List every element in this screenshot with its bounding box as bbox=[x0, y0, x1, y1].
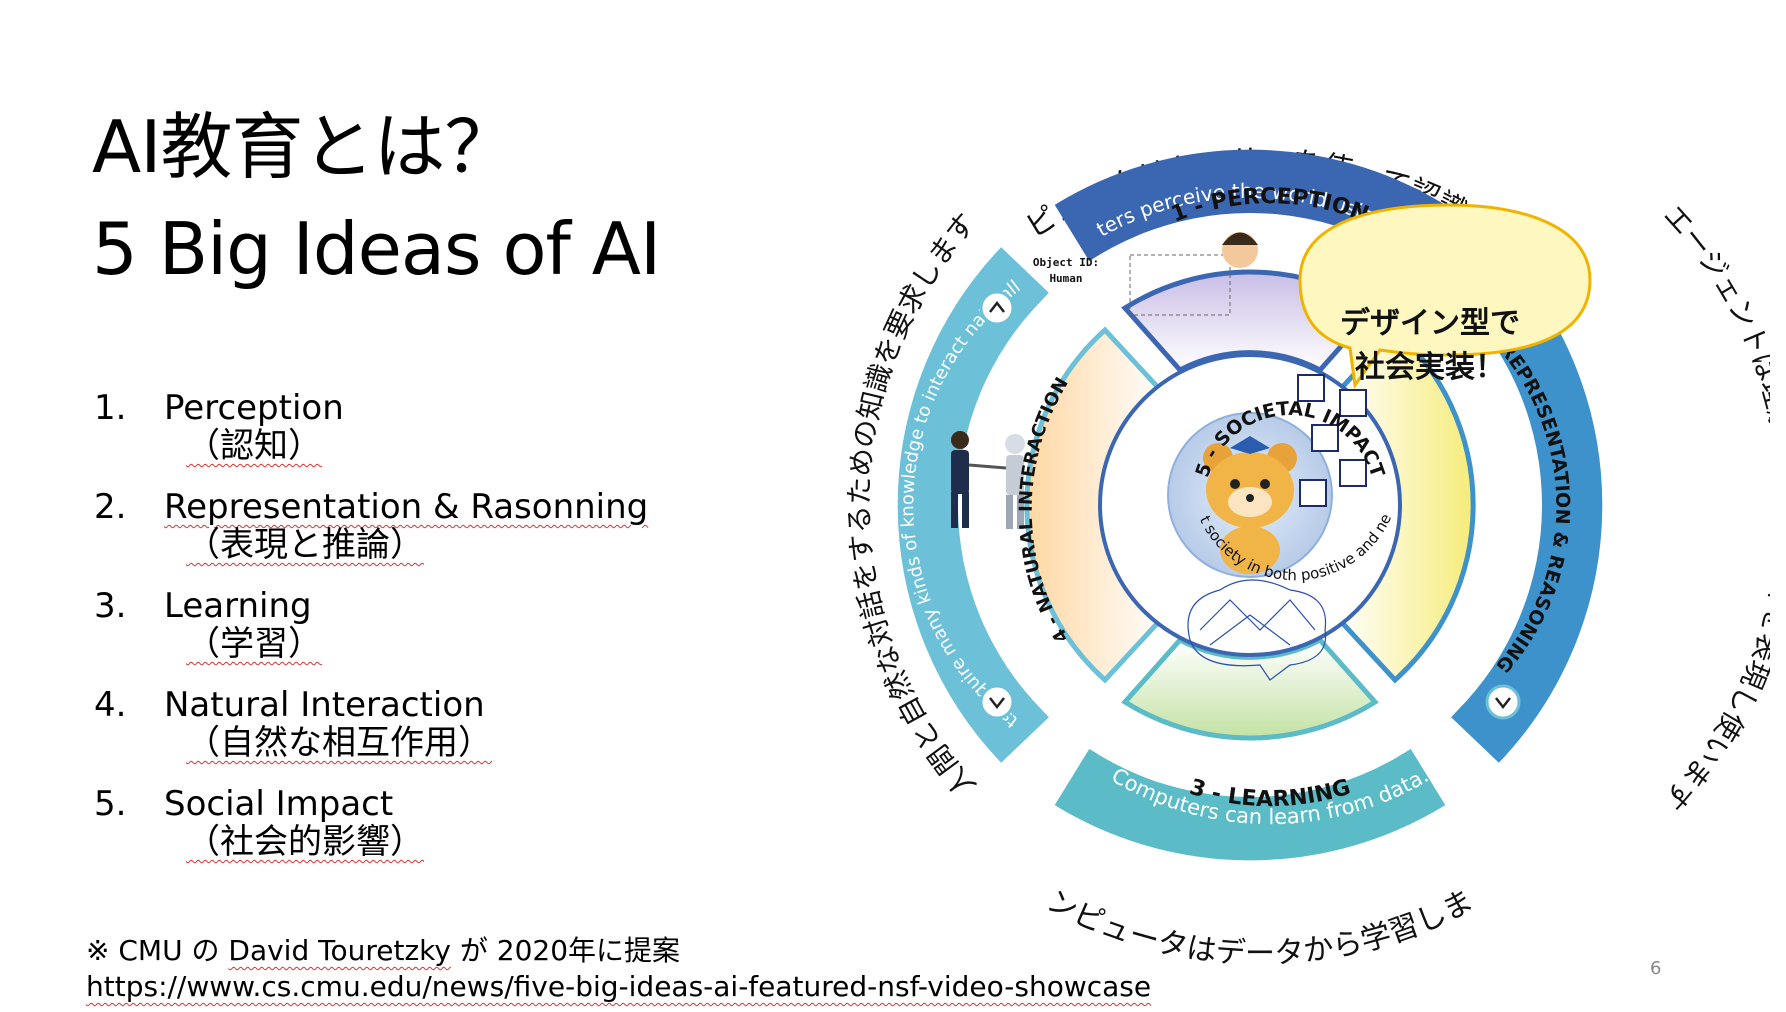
chevron-down-icon bbox=[1487, 686, 1519, 718]
item-english: Representation & Rasonning bbox=[164, 487, 648, 527]
item-japanese: （表現と推論） bbox=[186, 525, 424, 565]
item-japanese: （社会的影響） bbox=[186, 822, 424, 862]
chevron-up-icon bbox=[981, 292, 1013, 324]
footnote-text-before: CMU の bbox=[118, 934, 228, 967]
item-number: 3. bbox=[94, 586, 126, 626]
footnote-text-after: が 2020年に提案 bbox=[451, 934, 680, 967]
callout-line-1: デザイン型で bbox=[1300, 302, 1560, 346]
callout-text: デザイン型で 社会実装！ bbox=[1300, 302, 1560, 390]
object-id-label: Object ID: bbox=[1033, 256, 1099, 269]
chevron-down-icon bbox=[981, 686, 1013, 718]
item-english: Social Impact bbox=[164, 784, 393, 824]
item-number: 2. bbox=[94, 487, 126, 527]
item-number: 4. bbox=[94, 685, 126, 725]
item-number: 1. bbox=[94, 388, 126, 428]
item-english: Perception bbox=[164, 388, 344, 428]
callout-line-2: 社会実装！ bbox=[1300, 346, 1560, 390]
five-big-ideas-diagram: コンピュータはセンサーを使って認識します エージェントは理解するため世界を表現し… bbox=[820, 40, 1770, 1000]
item-english: Natural Interaction bbox=[164, 685, 485, 725]
object-id-value: Human bbox=[1049, 272, 1082, 285]
footnote-author: David Touretzky bbox=[228, 934, 451, 967]
item-number: 5. bbox=[94, 784, 126, 824]
reference-mark: ※ bbox=[86, 934, 109, 967]
title-line-1: AI教育とは？ bbox=[92, 96, 660, 198]
title-line-2: 5 Big Ideas of AI bbox=[92, 198, 660, 300]
item-english: Learning bbox=[164, 586, 312, 626]
item-japanese: （認知） bbox=[186, 426, 322, 466]
item-japanese: （学習） bbox=[186, 624, 322, 664]
item-japanese: （自然な相互作用） bbox=[186, 723, 492, 763]
footnote: ※ CMU の David Touretzky が 2020年に提案 bbox=[86, 932, 680, 970]
slide-title: AI教育とは？ 5 Big Ideas of AI bbox=[92, 96, 660, 300]
